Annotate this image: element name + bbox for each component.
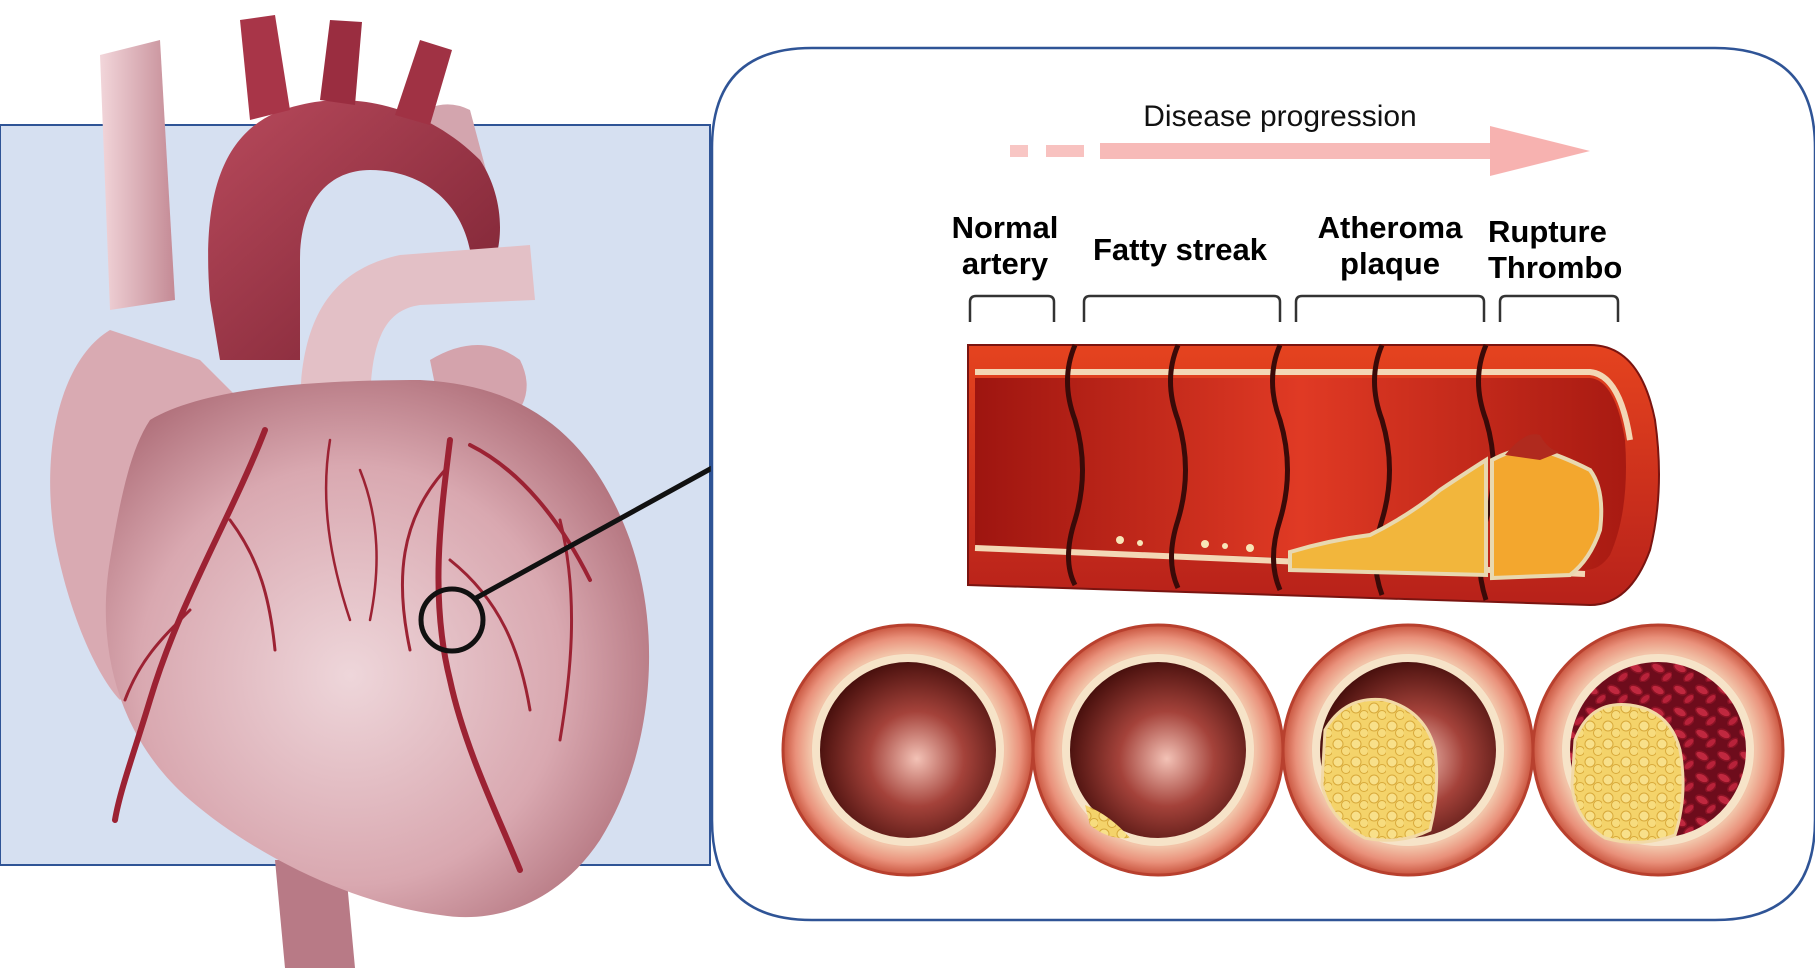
stage-label-fatty-line1: Fatty streak [1070,232,1290,268]
cross-section-atheroma [1283,625,1533,875]
stage-label-atheroma-line2: plaque [1300,246,1480,282]
cross-section-normal [783,625,1033,875]
disease-progression-label: Disease progression [1060,100,1500,134]
left-carotid-artery [320,20,362,105]
stage-label-atheroma-line1: Atheroma [1300,210,1480,246]
cross-section-rupture [1533,625,1783,875]
atheroma-deposit [1322,699,1437,840]
brachiocephalic-artery [240,15,290,120]
stage-label-normal-line2: artery [930,246,1080,282]
stage-label-fatty: Fatty streak [1070,232,1290,268]
rupture-plaque [1492,449,1601,578]
stage-label-normal: Normal artery [930,210,1080,282]
rupture-deposit [1572,704,1683,842]
stage-label-rupture-line1: Rupture [1488,214,1638,250]
cross-section-fatty [1033,625,1283,875]
stage-label-atheroma: Atheroma plaque [1300,210,1480,282]
stage-label-rupture-line2: Thrombo [1488,250,1638,286]
superior-vena-cava [100,40,175,310]
stage-label-normal-line1: Normal [930,210,1080,246]
artery-longitudinal-section [968,345,1659,605]
stage-label-rupture: Rupture Thrombo [1488,214,1638,286]
